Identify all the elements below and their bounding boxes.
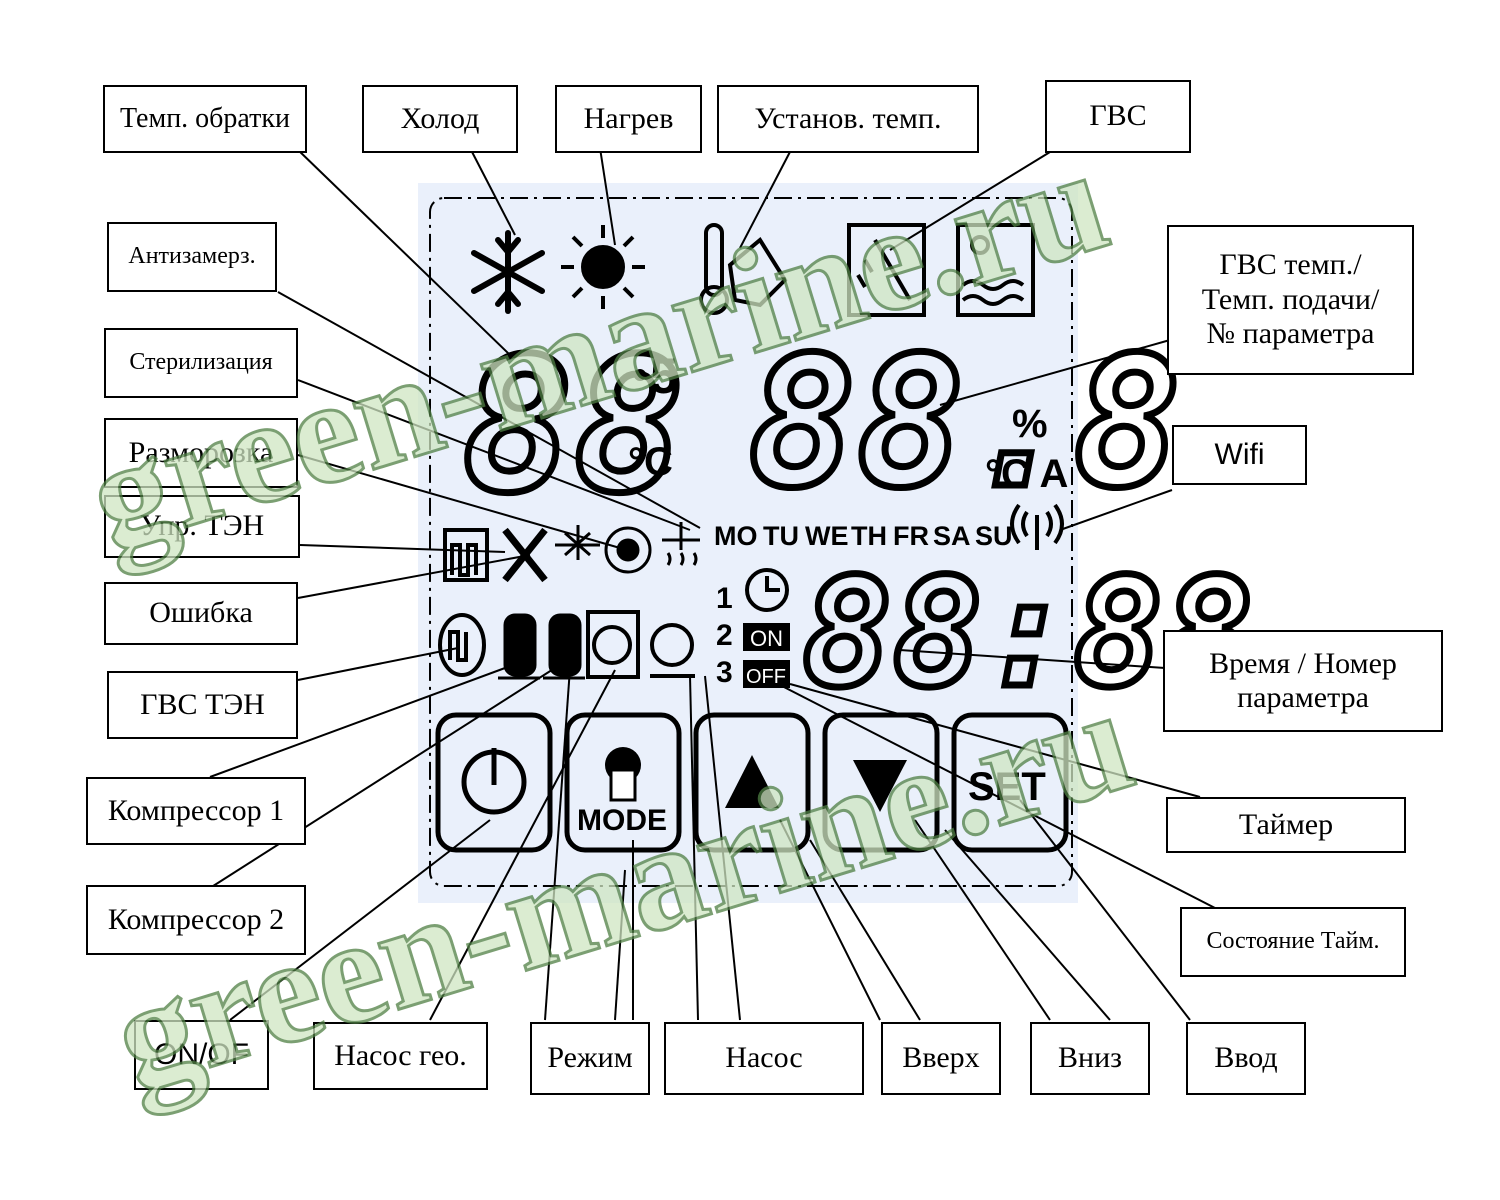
timer-numbers: 1 2 3 (716, 582, 733, 689)
label-error: Ошибка (104, 582, 298, 645)
day-tu: TU (763, 521, 799, 551)
label-time-param: Время / Номер параметра (1163, 630, 1443, 732)
sterilization-icon (604, 526, 652, 574)
label-geo-pump: Насос гео. (313, 1022, 488, 1090)
day-mo: MO (714, 521, 758, 551)
set-button[interactable]: SET (951, 712, 1069, 853)
label-temp-return: Темп. обратки (103, 85, 307, 153)
arrow-down-icon (853, 760, 907, 812)
day-su: SU (975, 521, 1013, 551)
arrow-up-icon (725, 755, 779, 808)
label-dhw-heater: ГВС ТЭН (107, 671, 298, 739)
dhw-shower-icon (847, 223, 926, 317)
label-up: Вверх (881, 1022, 1001, 1095)
geo-pump-icon (586, 610, 640, 679)
label-onoff: ON/OF (134, 1020, 269, 1090)
on-badge: ON (750, 626, 783, 651)
dhw-heater-icon (438, 613, 486, 677)
antifreeze-icon (662, 522, 700, 566)
snowflake-icon (471, 230, 545, 314)
timer-3: 3 (716, 656, 733, 689)
label-timer: Таймер (1166, 797, 1406, 853)
small-digit: 5 (650, 348, 678, 404)
label-down: Вниз (1030, 1022, 1150, 1095)
label-compressor2: Компрессор 2 (86, 885, 306, 955)
timer-2: 2 (716, 619, 733, 652)
label-timer-state: Состояние Тайм. (1180, 907, 1406, 977)
percent-sign: % (1012, 402, 1048, 446)
label-wifi: Wifi (1172, 425, 1307, 485)
label-antifreeze: Антизамерз. (107, 222, 277, 292)
mode-button[interactable]: MODE (564, 712, 682, 853)
day-fr: FR (893, 521, 929, 551)
days-of-week: MO TU WE TH FR SA SU (714, 521, 1013, 551)
down-button[interactable] (822, 712, 940, 853)
sun-icon (561, 225, 645, 309)
onoff-button[interactable] (435, 712, 553, 853)
label-compressor1: Компрессор 1 (86, 777, 306, 845)
unit-celsius-ampere: °C A (985, 452, 1068, 496)
label-sterilization: Стерилизация (104, 328, 298, 398)
day-we: WE (805, 521, 849, 551)
day-sa: SA (933, 521, 971, 551)
label-enter: Ввод (1186, 1022, 1306, 1095)
dhw-tank-icon (956, 223, 1035, 317)
compressor1-icon (498, 613, 540, 680)
label-dhw-temp: ГВС темп./ Темп. подачи/ № параметра (1167, 225, 1414, 375)
label-set-temp: Установ. темп. (717, 85, 979, 153)
compressor2-icon (543, 613, 585, 680)
label-heater-control: Упр. ТЭН (104, 495, 300, 558)
timer-1: 1 (716, 582, 733, 615)
wifi-icon (1010, 503, 1064, 550)
set-button-label: SET (968, 765, 1046, 809)
label-cold: Холод (362, 85, 518, 153)
error-tools-icon (502, 527, 548, 583)
label-mode: Режим (530, 1022, 650, 1095)
off-badge: OFF (746, 666, 786, 688)
off-badge-bg (743, 660, 790, 688)
heater-control-icon (443, 528, 489, 582)
label-pump: Насос (664, 1022, 864, 1095)
left-digits: 88 (462, 318, 685, 534)
set-temperature-icon (699, 223, 788, 315)
label-dhw: ГВС (1045, 80, 1191, 153)
right-digits: 88.8 (748, 319, 1181, 528)
up-button[interactable] (693, 712, 811, 853)
defrost-icon (555, 525, 600, 560)
unit-celsius-left: °C (628, 440, 673, 484)
label-heat: Нагрев (555, 85, 702, 153)
small-digit-dot (634, 369, 646, 381)
clock-icon (745, 568, 789, 612)
lcd-dashed-border (429, 197, 1073, 887)
mode-button-label: MODE (577, 804, 667, 837)
day-th: TH (851, 521, 887, 551)
on-badge-bg (743, 623, 790, 651)
pump-icon (650, 623, 695, 678)
label-defrost: Разморозка (104, 418, 298, 488)
